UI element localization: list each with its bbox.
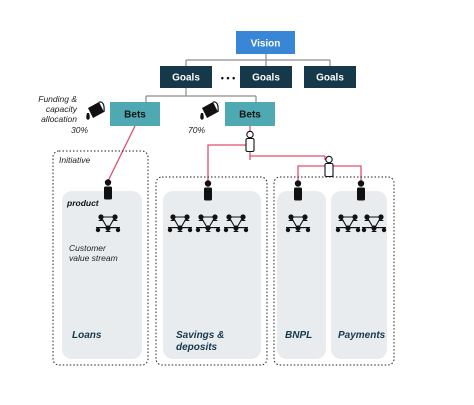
vision-node: Vision <box>236 31 295 54</box>
product-owner-person-icon <box>357 180 365 201</box>
initiative-box-left <box>52 150 149 366</box>
allocation-caption-line-3: allocation <box>41 114 77 124</box>
stream-panel-payments <box>331 191 387 359</box>
initiative-label: Initiative <box>59 155 90 165</box>
stream-name-payments: Payments <box>338 330 386 341</box>
stream-panel-savings <box>163 191 261 359</box>
allocation-caption-line-2: capacity <box>46 104 78 114</box>
paint-bucket-icon <box>199 101 219 121</box>
value-stream-label-line-2: value stream <box>69 253 118 263</box>
stream-name-loans: Loans <box>72 330 102 341</box>
stream-panel-loans <box>62 191 142 359</box>
initiative-box-right <box>273 176 395 366</box>
allocation-left-percent: 30% <box>71 125 88 135</box>
tree-connectors <box>145 53 331 102</box>
goal-label: Goals <box>252 73 280 84</box>
product-owner-person-icon <box>204 180 212 201</box>
allocation-caption-line-1: Funding & <box>38 94 77 104</box>
product-owner-person-icon <box>294 180 302 201</box>
goal-node-3: Goals <box>304 66 356 88</box>
paint-bucket-icon <box>85 101 105 121</box>
stream-name-bnpl: BNPL <box>285 330 312 341</box>
goal-node-2: Goals <box>240 66 292 88</box>
goal-node-1: Goals <box>160 66 212 88</box>
allocation-connectors <box>107 125 362 183</box>
allocation-right-percent: 70% <box>188 125 205 135</box>
group-owner-person-icon <box>324 155 334 178</box>
goal-label: Goals <box>316 73 344 84</box>
product-owner-person-icon <box>104 179 112 200</box>
goals-ellipsis: • • • <box>221 73 235 83</box>
bets-owner-person-icon <box>245 130 255 153</box>
value-stream-label-line-1: Customer <box>69 243 107 253</box>
bets-node-right: Bets <box>225 102 275 126</box>
goal-label: Goals <box>172 73 200 84</box>
initiative-box-middle <box>155 176 268 366</box>
stream-panel-bnpl <box>277 191 326 359</box>
stream-name-savings-line-2: deposits <box>176 342 218 353</box>
product-label: product <box>66 198 100 208</box>
bets-node-left: Bets <box>110 102 160 126</box>
stream-name-savings-line-1: Savings & <box>176 330 224 341</box>
bets-label: Bets <box>239 110 261 121</box>
vision-label: Vision <box>251 39 281 50</box>
bets-label: Bets <box>124 110 146 121</box>
